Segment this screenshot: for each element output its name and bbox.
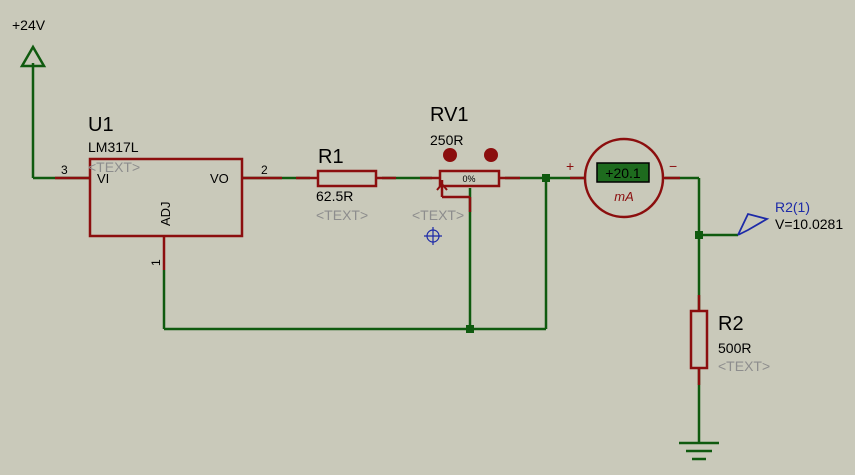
rv1-decrement-button[interactable] (443, 148, 457, 162)
voltage-probe[interactable]: R2(1) V=10.0281 (737, 199, 843, 236)
ammeter-display (596, 162, 650, 183)
r2-ref: R2 (718, 313, 744, 335)
power-terminal-24v[interactable]: +24V (12, 17, 47, 178)
power-label: +24V (12, 17, 46, 33)
u1-pin-adj-label: ADJ (158, 201, 173, 226)
ground-icon[interactable] (679, 441, 719, 461)
junctions (466, 174, 703, 333)
r2-body (689, 309, 709, 370)
r1-ref: R1 (318, 146, 344, 168)
u1-pin-vi-label: VI (97, 171, 109, 186)
r2-placeholder: <TEXT> (718, 358, 770, 374)
u1-value: LM317L (88, 139, 139, 155)
rv1-body (438, 169, 501, 188)
u1-ref: U1 (88, 114, 114, 136)
u1-pin1-number: 1 (149, 259, 163, 266)
u1-placeholder: <TEXT> (88, 159, 140, 175)
rv1-setting: 0% (462, 174, 475, 184)
crosshair-icon (424, 227, 442, 245)
r1-resistor[interactable]: R1 62.5R <TEXT> (296, 146, 396, 223)
power-arrow-icon (19, 44, 47, 68)
probe-name: R2(1) (775, 199, 810, 215)
junction-dot (695, 231, 703, 239)
rv1-ref: RV1 (430, 104, 469, 126)
u1-pin3-number: 3 (61, 163, 68, 177)
ammeter-reading: +20.1 (605, 165, 641, 181)
probe-reading: V=10.0281 (775, 216, 843, 232)
rv1-value: 250R (430, 132, 463, 148)
r1-body (316, 169, 378, 188)
rv1-placeholder: <TEXT> (412, 207, 464, 223)
u1-body (88, 157, 244, 238)
junction-dot (466, 325, 474, 333)
ammeter-minus-sign: − (669, 158, 677, 174)
probe-arrow-icon (737, 212, 770, 236)
r1-value: 62.5R (316, 188, 353, 204)
r2-value: 500R (718, 340, 751, 356)
r2-resistor[interactable]: R2 500R <TEXT> (689, 295, 770, 385)
junction-dot (542, 174, 550, 182)
rv1-potentiometer[interactable]: RV1 250R 0% <TEXT> (412, 104, 520, 245)
ammeter-unit: mA (614, 189, 634, 204)
rv1-wiper-arrow-icon (436, 182, 448, 191)
u1-pin-vo-label: VO (210, 171, 229, 186)
u1-regulator[interactable]: U1 LM317L <TEXT> VI VO ADJ 3 2 1 (55, 114, 282, 270)
rv1-increment-button[interactable] (484, 148, 498, 162)
r1-placeholder: <TEXT> (316, 207, 368, 223)
ammeter[interactable]: +20.1 mA + − (566, 137, 680, 219)
ammeter-plus-sign: + (566, 158, 574, 174)
u1-pin2-number: 2 (261, 163, 268, 177)
